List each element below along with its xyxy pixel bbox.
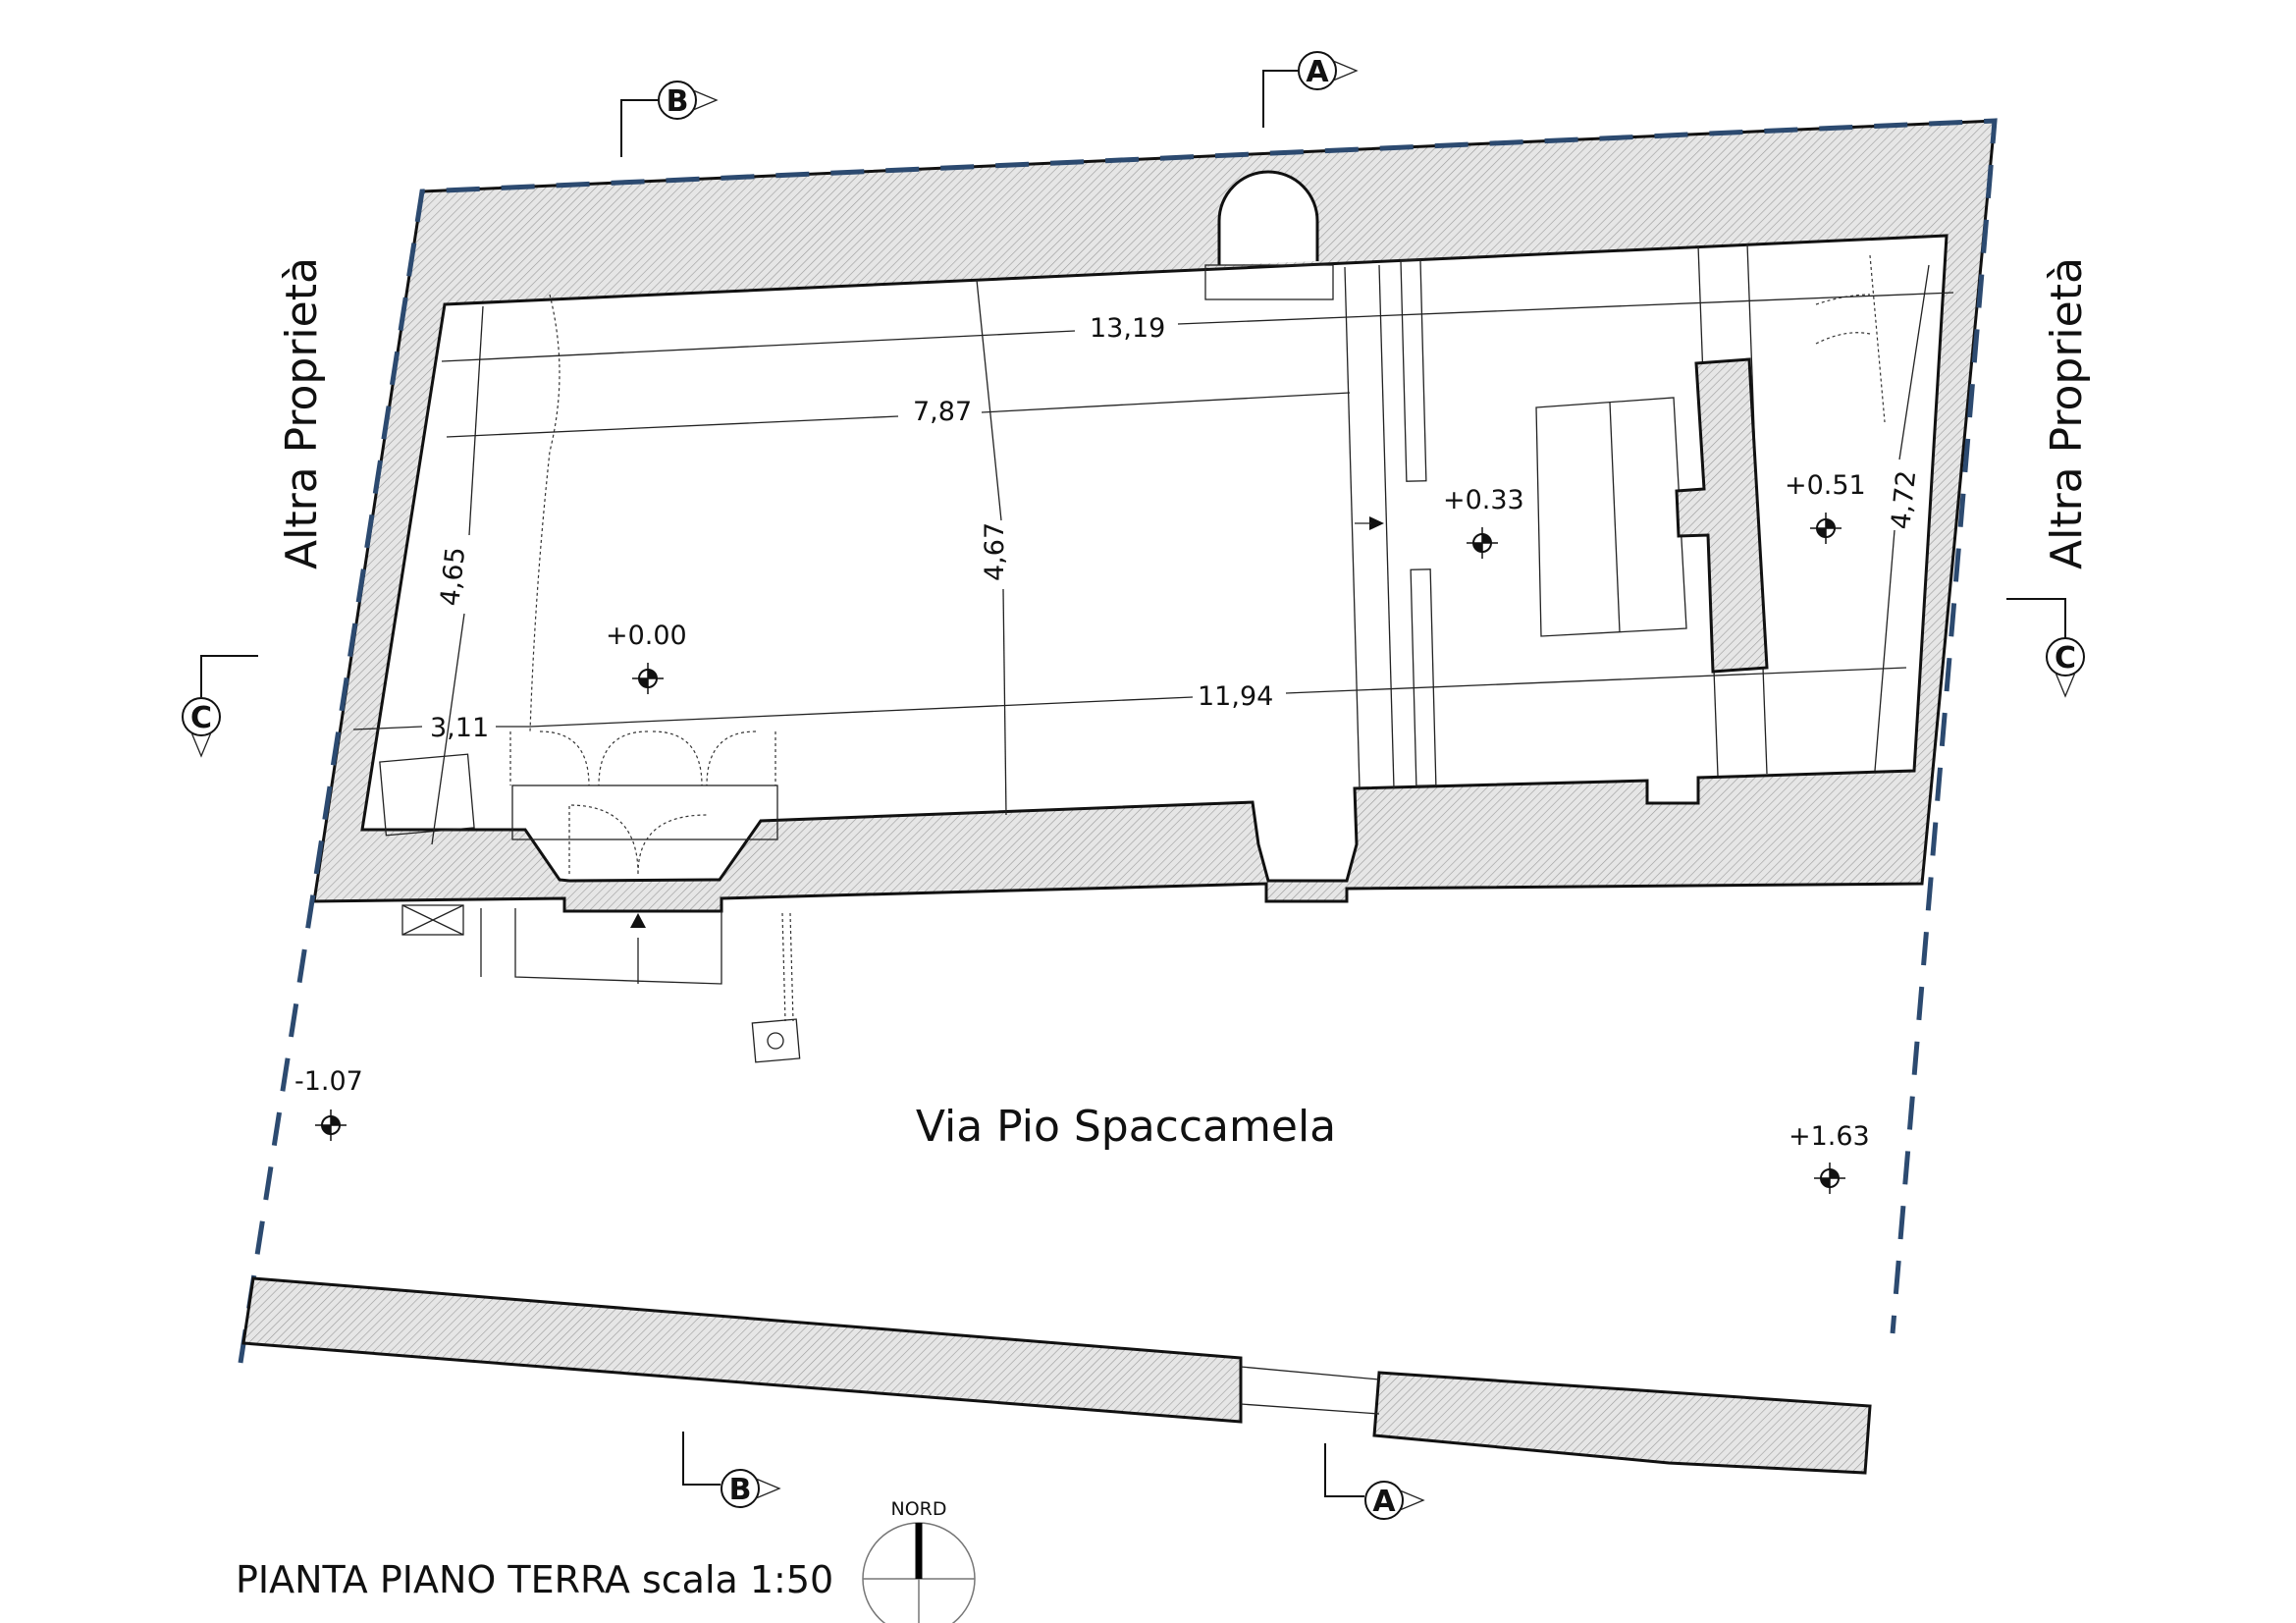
dim-4-72: 4,72 — [1886, 469, 1922, 531]
level-1-63: +1.63 — [1789, 1121, 1870, 1152]
dim-7-87: 7,87 — [913, 397, 972, 427]
level-marker-icons — [315, 513, 1845, 1194]
svg-text:C: C — [190, 701, 212, 735]
svg-text:A: A — [1372, 1485, 1396, 1519]
section-marker-c-left: C — [182, 655, 258, 758]
dim-3-11: 3,11 — [430, 713, 489, 743]
section-marker-b-bottom: B — [682, 1432, 781, 1508]
neighbor-label-right: Altra Proprietà — [2042, 257, 2092, 569]
level-minus-1-07: -1.07 — [294, 1066, 363, 1097]
neighbor-label-left: Altra Proprietà — [277, 257, 327, 569]
stair-block — [1675, 357, 1769, 674]
apse-niche — [1217, 170, 1319, 265]
building-walls — [312, 119, 1997, 913]
interior-details — [379, 243, 1886, 875]
street-wall-right — [1372, 1371, 1872, 1475]
street-wall-left — [241, 1276, 1243, 1424]
section-marker-b-top: B — [620, 81, 719, 157]
dimension-lines — [352, 264, 1954, 845]
drawing-title: PIANTA PIANO TERRA scala 1:50 — [236, 1558, 833, 1601]
level-0-51: +0.51 — [1785, 470, 1866, 501]
property-boundary — [238, 118, 1998, 1364]
svg-text:B: B — [667, 84, 689, 119]
level-0-00: +0.00 — [606, 621, 687, 651]
svg-text:A: A — [1306, 55, 1329, 89]
niche-step — [1204, 264, 1334, 300]
street-name: Via Pio Spaccamela — [916, 1102, 1336, 1152]
dim-11-94: 11,94 — [1198, 681, 1273, 712]
dim-13-19: 13,19 — [1090, 313, 1165, 344]
north-arrow-icon — [862, 1522, 976, 1623]
dim-4-65: 4,65 — [435, 546, 471, 608]
svg-text:B: B — [729, 1473, 752, 1507]
entrance-steps — [401, 904, 801, 1063]
svg-text:C: C — [2055, 641, 2076, 676]
section-marker-a-top: A — [1262, 51, 1359, 128]
section-marker-c-right: C — [2006, 598, 2085, 698]
north-label: NORD — [891, 1498, 947, 1520]
dim-4-67: 4,67 — [980, 522, 1010, 581]
section-marker-a-bottom: A — [1324, 1443, 1425, 1520]
level-0-33: +0.33 — [1443, 485, 1524, 515]
